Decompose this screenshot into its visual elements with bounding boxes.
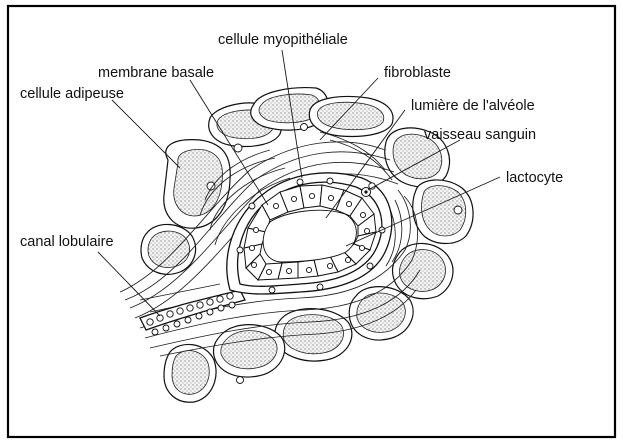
adipocyte — [349, 287, 413, 340]
label-fibroblast: fibroblaste — [384, 65, 451, 81]
adipocyte — [164, 344, 216, 402]
adipocyte — [393, 243, 453, 298]
label-alveolus-lumen: lumière de l'alvéole — [411, 98, 535, 114]
label-basement-membrane: membrane basale — [98, 65, 214, 81]
adipocyte — [275, 309, 352, 361]
adipocyte — [309, 97, 393, 137]
label-adipocyte: cellule adipeuse — [20, 86, 124, 102]
label-lobular-duct: canal lobulaire — [20, 234, 114, 250]
label-blood-vessel: vaisseau sanguin — [424, 127, 536, 143]
adipocyte — [213, 325, 284, 384]
blood-vessel — [362, 188, 371, 197]
leader-adipocyte — [112, 100, 180, 168]
label-lactocyte: lactocyte — [506, 170, 563, 186]
adipocyte — [141, 224, 196, 274]
label-myoepithelial: cellule myopithéliale — [218, 32, 348, 48]
